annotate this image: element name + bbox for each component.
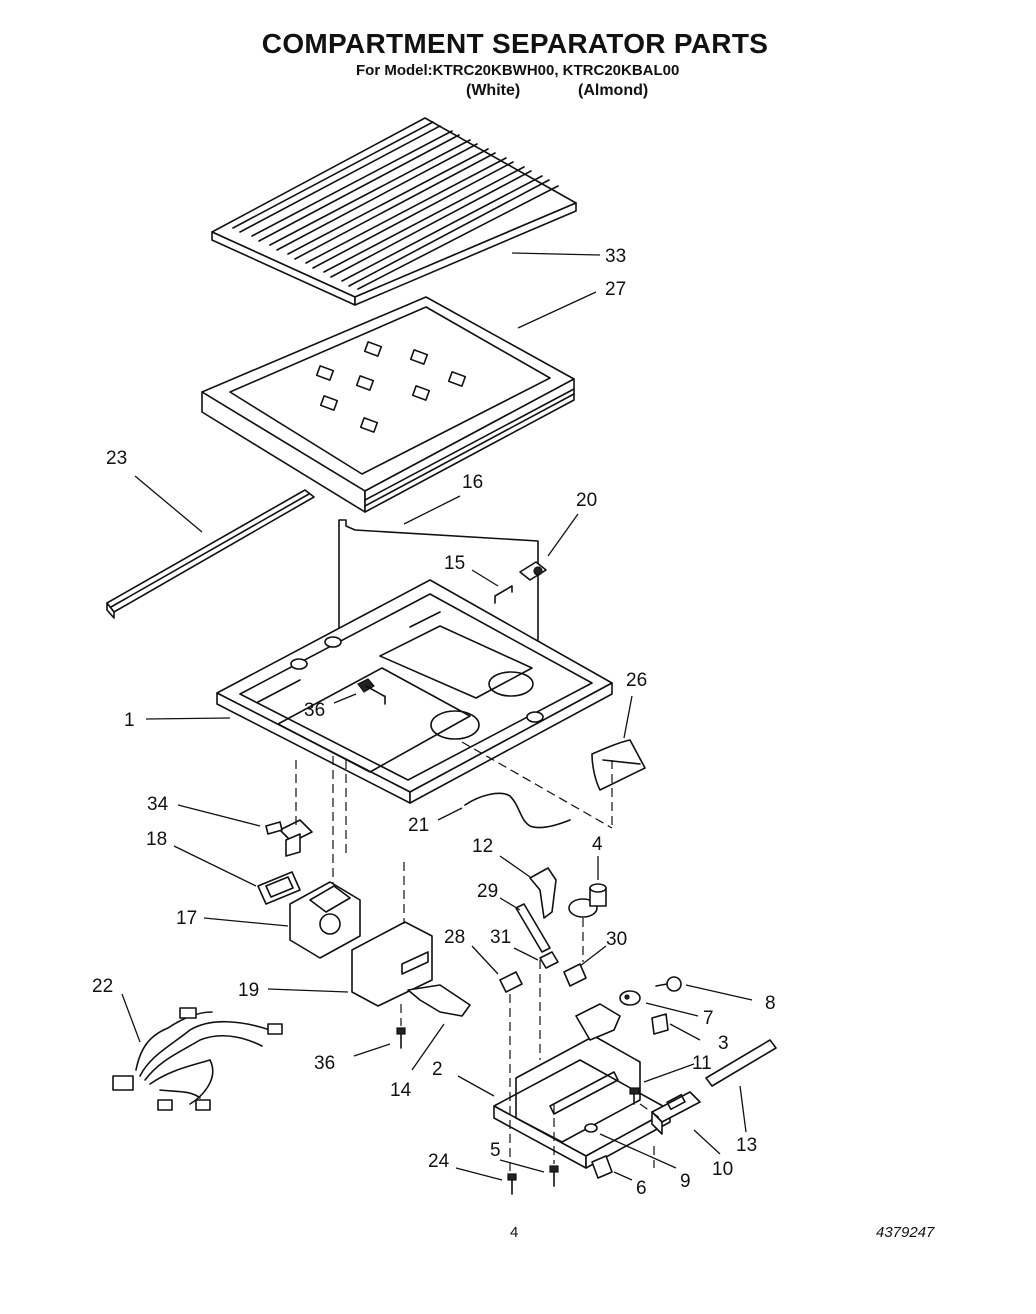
part-20-bracket [519, 561, 547, 581]
page-number: 4 [510, 1224, 519, 1241]
callout-5: 5 [490, 1140, 501, 1161]
part-10-thermostat [651, 1091, 701, 1135]
part-31-clip [539, 951, 559, 969]
callout-2: 2 [432, 1059, 443, 1080]
callout-23: 23 [106, 448, 127, 469]
part-34-actuator [265, 819, 313, 857]
part-12-bracket [529, 867, 557, 919]
document-number: 4379247 [876, 1224, 935, 1241]
callout-13: 13 [736, 1135, 757, 1156]
callout-30: 30 [606, 929, 627, 950]
callout-6: 6 [636, 1178, 647, 1199]
part-5-screw [549, 1165, 559, 1187]
page-title: COMPARTMENT SEPARATOR PARTS [261, 28, 769, 59]
callout-20: 20 [576, 490, 597, 511]
part-4-damper-motor [568, 883, 607, 918]
callout-36-lower: 36 [314, 1053, 335, 1074]
callout-9: 9 [680, 1171, 691, 1192]
callout-4: 4 [592, 834, 603, 855]
part-23-trim-strip [106, 489, 315, 619]
part-15-clip [494, 585, 513, 604]
callout-18: 18 [146, 829, 167, 850]
part-6-clip [591, 1155, 613, 1179]
callout-27: 27 [605, 279, 626, 300]
part-26-side-cover [591, 739, 646, 791]
callout-21: 21 [408, 815, 429, 836]
callout-3: 3 [718, 1033, 729, 1054]
callout-labels: 33 27 23 16 20 15 26 1 36 34 21 12 4 18 … [92, 246, 776, 1199]
callout-29: 29 [477, 881, 498, 902]
part-3-knob [651, 1013, 669, 1035]
part-22-wire-harness [112, 1007, 283, 1111]
part-18-gasket [257, 871, 301, 905]
callout-33: 33 [605, 246, 626, 267]
callout-15: 15 [444, 553, 465, 574]
variant-almond-label: (Almond) [578, 82, 649, 99]
callout-7: 7 [703, 1008, 714, 1029]
part-14-bracket [407, 984, 471, 1017]
assembly-dashed-lines [295, 741, 661, 1172]
callout-8: 8 [765, 993, 776, 1014]
callout-28: 28 [444, 927, 465, 948]
callout-16: 16 [462, 472, 483, 493]
leader-arrows [121, 252, 753, 1181]
callout-26: 26 [626, 670, 647, 691]
callout-31: 31 [490, 927, 511, 948]
part-8-lamp [655, 976, 682, 992]
callout-1: 1 [124, 710, 135, 731]
part-30-clip [563, 963, 587, 987]
callout-34: 34 [147, 794, 169, 815]
part-24-screw [507, 1173, 517, 1195]
callout-19: 19 [238, 980, 259, 1001]
callout-24: 24 [428, 1151, 450, 1172]
part-36-screw-upper [357, 678, 386, 705]
callout-14: 14 [390, 1080, 412, 1101]
part-17-damper-housing [289, 881, 361, 959]
part-36-screw-lower [396, 1027, 406, 1049]
callout-17: 17 [176, 908, 197, 929]
callout-22: 22 [92, 976, 113, 997]
part-13-rod [705, 1039, 777, 1087]
part-1-separator-pan [216, 579, 613, 804]
part-7-socket [619, 990, 641, 1006]
callout-36-upper: 36 [304, 700, 325, 721]
part-19-damper-cover [351, 921, 433, 1007]
callout-10: 10 [712, 1159, 733, 1180]
variant-white-label: (White) [466, 82, 521, 99]
model-line: For Model:KTRC20KBWH00, KTRC20KBAL00 [356, 62, 680, 79]
callout-12: 12 [472, 836, 493, 857]
part-33-shelf-grille [211, 117, 577, 306]
part-9-nut [584, 1123, 598, 1133]
part-27-shelf-frame [201, 296, 575, 513]
part-2-control-housing [493, 1003, 671, 1169]
callout-11: 11 [692, 1053, 712, 1074]
part-29-strap [515, 903, 551, 953]
part-21-wire [464, 792, 571, 829]
part-11-screw [629, 1087, 640, 1105]
part-28-clip [499, 971, 523, 993]
